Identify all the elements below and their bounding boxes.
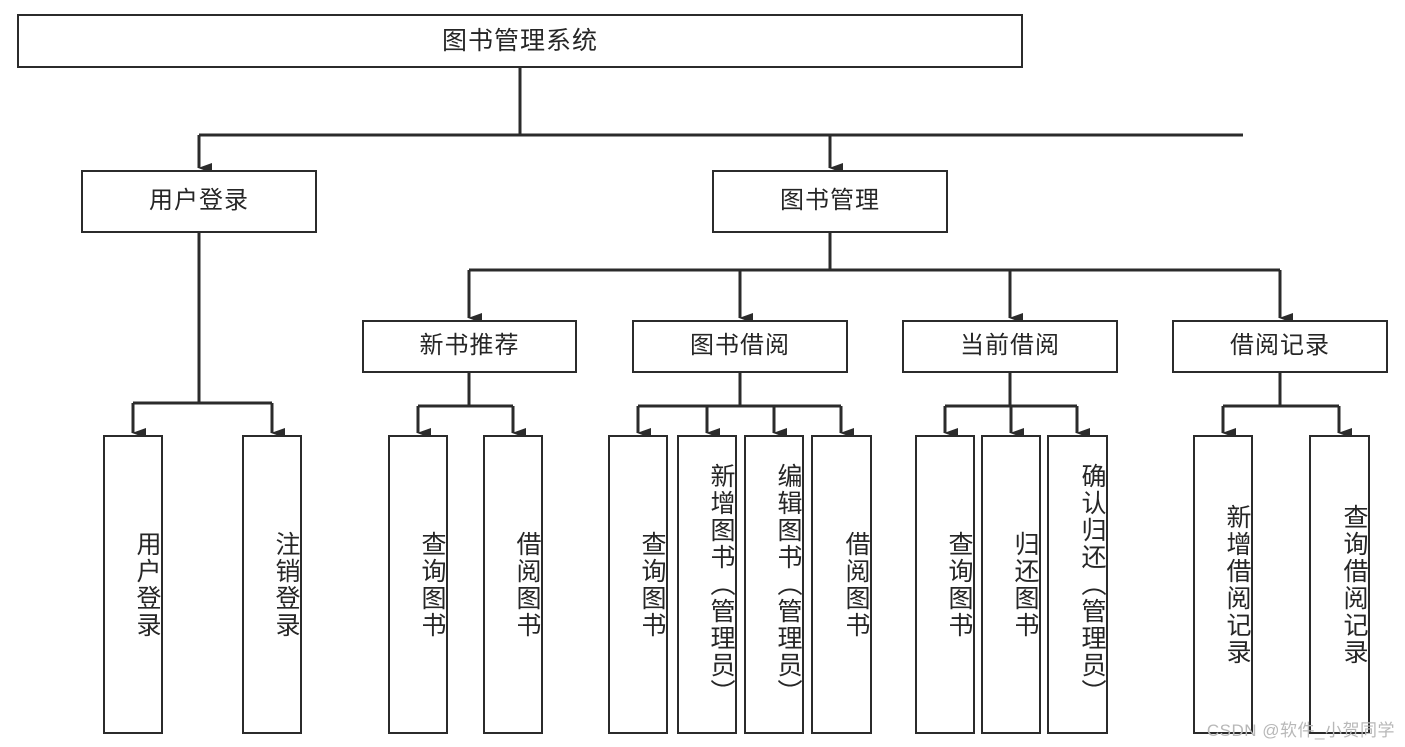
node-book-management[interactable]: 图书管理 bbox=[712, 170, 948, 233]
leaf-borrow-book-2[interactable]: 借阅图书 bbox=[811, 435, 872, 734]
node-label: 用户登录 bbox=[133, 530, 161, 639]
node-book-borrow[interactable]: 图书借阅 bbox=[632, 320, 848, 373]
node-label: 图书管理 bbox=[780, 187, 880, 215]
leaf-query-book-1[interactable]: 查询图书 bbox=[388, 435, 448, 734]
leaf-query-record[interactable]: 查询借阅记录 bbox=[1309, 435, 1370, 734]
node-new-book-recommend[interactable]: 新书推荐 bbox=[362, 320, 577, 373]
leaf-borrow-book-1[interactable]: 借阅图书 bbox=[483, 435, 543, 734]
node-label: 确认归还（管理员） bbox=[1078, 463, 1106, 706]
node-label: 借阅图书 bbox=[842, 530, 870, 639]
leaf-add-record[interactable]: 新增借阅记录 bbox=[1193, 435, 1253, 734]
node-current-borrow[interactable]: 当前借阅 bbox=[902, 320, 1118, 373]
leaf-return-book[interactable]: 归还图书 bbox=[981, 435, 1041, 734]
node-label: 用户登录 bbox=[149, 187, 249, 215]
node-label: 图书借阅 bbox=[690, 332, 790, 360]
node-label: 新增图书（管理员） bbox=[707, 463, 735, 706]
node-label: 借阅记录 bbox=[1230, 332, 1330, 360]
leaf-add-book[interactable]: 新增图书（管理员） bbox=[677, 435, 737, 734]
leaf-confirm-return[interactable]: 确认归还（管理员） bbox=[1047, 435, 1108, 734]
node-label: 查询借阅记录 bbox=[1340, 503, 1368, 666]
leaf-user-logout[interactable]: 注销登录 bbox=[242, 435, 302, 734]
leaf-edit-book[interactable]: 编辑图书（管理员） bbox=[744, 435, 804, 734]
node-label: 新书推荐 bbox=[419, 332, 520, 360]
node-label: 注销登录 bbox=[272, 530, 300, 639]
node-label: 查询图书 bbox=[945, 530, 973, 639]
node-label: 查询图书 bbox=[418, 530, 446, 639]
node-label: 编辑图书（管理员） bbox=[774, 463, 802, 706]
node-label: 新增借阅记录 bbox=[1223, 503, 1251, 666]
node-borrow-record[interactable]: 借阅记录 bbox=[1172, 320, 1388, 373]
node-label: 归还图书 bbox=[1011, 530, 1039, 639]
node-label: 当前借阅 bbox=[960, 332, 1060, 360]
node-label: 借阅图书 bbox=[513, 530, 541, 639]
leaf-user-login[interactable]: 用户登录 bbox=[103, 435, 163, 734]
leaf-query-book-2[interactable]: 查询图书 bbox=[608, 435, 668, 734]
leaf-query-book-3[interactable]: 查询图书 bbox=[915, 435, 975, 734]
node-root-book-management-system[interactable]: 图书管理系统 bbox=[17, 14, 1023, 68]
node-user-login[interactable]: 用户登录 bbox=[81, 170, 317, 233]
node-label: 图书管理系统 bbox=[441, 27, 598, 55]
node-label: 查询图书 bbox=[638, 530, 666, 639]
watermark: CSDN @软件_小贺同学 bbox=[1206, 721, 1395, 740]
